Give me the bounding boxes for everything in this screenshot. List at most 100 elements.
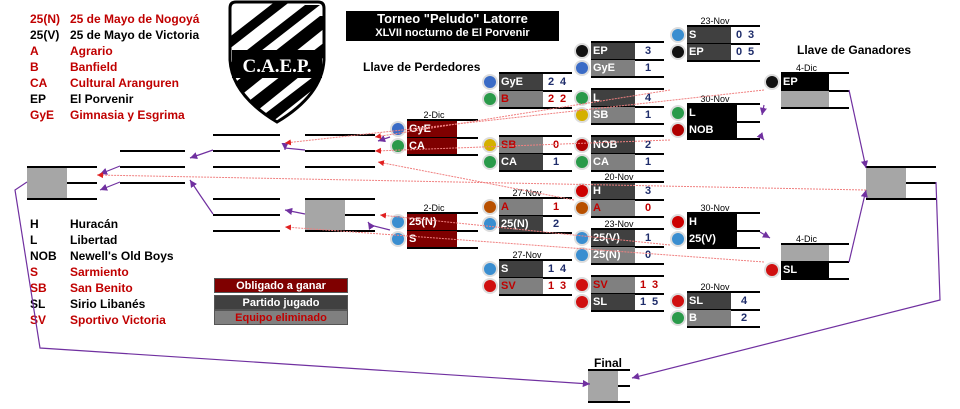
- team-code: 25(V): [591, 230, 635, 246]
- team-code: A: [499, 199, 543, 215]
- svg-text:C.A.E.P.: C.A.E.P.: [243, 56, 312, 77]
- title-line-2: XLVII nocturno de El Porvenir: [375, 27, 530, 39]
- team-code: A: [591, 200, 635, 216]
- match-team-row: NOB: [670, 122, 760, 138]
- score: 2: [559, 93, 567, 105]
- club-badge-icon: [390, 138, 406, 154]
- club-badge-icon: [670, 293, 686, 309]
- team-code: SL: [687, 293, 731, 309]
- bracket-line: [591, 310, 664, 312]
- empty-slot-fill: [305, 200, 345, 230]
- club-badge-icon: [482, 137, 498, 153]
- score: 2: [547, 93, 555, 105]
- match-team-row: 25(V): [670, 231, 760, 247]
- score: 1: [644, 109, 652, 121]
- bracket-line: [407, 119, 478, 121]
- score: 1: [552, 156, 560, 168]
- bracket-line: [866, 198, 936, 200]
- club-badge-icon: [670, 105, 686, 121]
- club-badge-icon: [482, 278, 498, 294]
- bracket-line: [591, 263, 664, 265]
- team-code: SV: [591, 277, 635, 293]
- score: 4: [644, 92, 652, 104]
- score: 3: [651, 279, 659, 291]
- bracket-line: [591, 181, 664, 183]
- bracket-line: [591, 216, 664, 218]
- title-line-1: Torneo "Peludo" Latorre: [377, 11, 528, 26]
- team-code: S: [407, 231, 457, 247]
- bracket-line: [27, 166, 97, 168]
- bracket-line: [687, 103, 760, 105]
- score: 1: [644, 62, 652, 74]
- advance-arrow: [99, 181, 121, 191]
- team-code: CA: [499, 154, 543, 170]
- match-date: 23-Nov: [700, 16, 730, 26]
- bracket-line: [407, 247, 478, 249]
- bracket-line: [588, 369, 630, 371]
- score: 1: [639, 279, 647, 291]
- match-team-row: GyE: [390, 121, 478, 137]
- advance-arrow: [756, 132, 765, 141]
- team-code: S: [499, 261, 543, 277]
- club-badge-icon: [482, 261, 498, 277]
- team-code: EP: [591, 43, 635, 59]
- match-team-row: H: [670, 214, 760, 230]
- match-team-row: SB 0: [482, 137, 572, 153]
- team-code: B: [687, 310, 731, 326]
- match-team-row: 25(V)1: [574, 230, 664, 246]
- advance-arrow: [848, 89, 868, 169]
- advance-arrow: [189, 179, 214, 215]
- tournament-title: Torneo "Peludo" Latorre XLVII nocturno d…: [346, 11, 559, 41]
- club-badge-icon: [574, 60, 590, 76]
- team-code: H: [687, 214, 737, 230]
- score: 2: [740, 312, 748, 324]
- club-badge-icon: [764, 74, 780, 90]
- advance-arrow: [377, 135, 391, 143]
- team-code: EP: [781, 74, 829, 90]
- bracket-line: [213, 150, 280, 152]
- score: 1: [644, 156, 652, 168]
- bracket-line: [305, 166, 375, 168]
- bracket-line: [687, 25, 760, 27]
- club-badge-icon: [574, 43, 590, 59]
- bracket-line: [866, 166, 936, 168]
- team-code: 25(N): [591, 247, 635, 263]
- bracket-line: [781, 243, 849, 245]
- score: 1: [639, 296, 647, 308]
- score: 2: [552, 218, 560, 230]
- club-badge-icon: [574, 107, 590, 123]
- score: 3: [644, 45, 652, 57]
- bracket-line: [213, 214, 280, 216]
- club-badge-icon: [574, 247, 590, 263]
- score: 1: [547, 263, 555, 275]
- club-badge-icon: [574, 230, 590, 246]
- club-badge-icon: [574, 90, 590, 106]
- bracket-line: [27, 198, 97, 200]
- bracket-line: [213, 198, 280, 200]
- club-badge-icon: [670, 214, 686, 230]
- score: 0: [552, 139, 560, 151]
- score: 3: [559, 280, 567, 292]
- team-code: SL: [591, 294, 635, 310]
- team-code: SB: [499, 137, 543, 153]
